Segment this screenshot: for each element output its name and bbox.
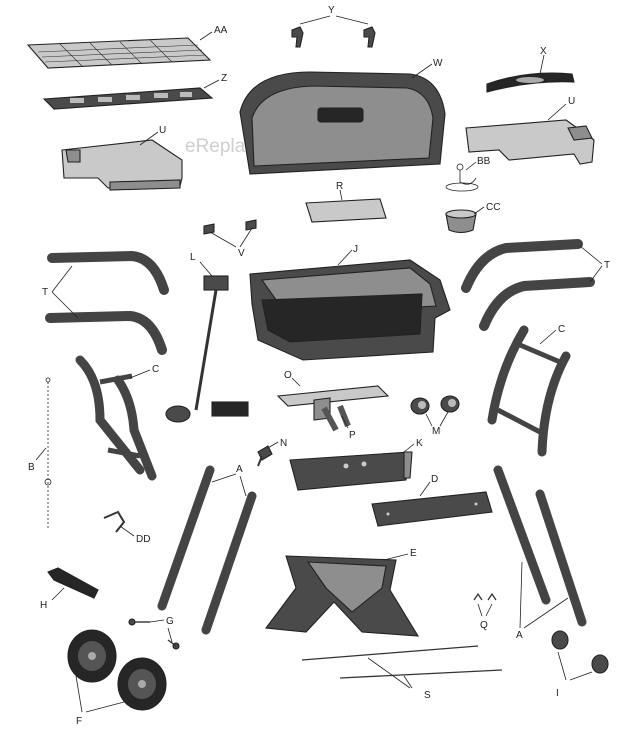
label-v: V — [238, 248, 245, 259]
label-f: F — [76, 716, 82, 727]
label-u-left: U — [159, 125, 166, 136]
leader-aa — [199, 31, 213, 41]
label-k: K — [416, 438, 423, 449]
part-h-bracket — [47, 567, 99, 599]
label-h: H — [40, 600, 47, 611]
part-a-left-legs — [157, 465, 257, 635]
part-o-burner — [276, 385, 390, 421]
label-c-left: C — [152, 364, 159, 375]
part-aa-cooking-grate — [26, 37, 212, 69]
label-dd: DD — [136, 534, 150, 545]
label-e: E — [410, 548, 417, 559]
part-s-cross-rods — [301, 645, 503, 679]
part-e-bottom-shelf — [264, 555, 420, 637]
part-u-right-side-shelf — [465, 119, 595, 165]
part-k-control-panel — [289, 451, 413, 491]
label-aa: AA — [214, 25, 228, 36]
label-j: J — [353, 244, 358, 255]
part-p-burner-tube — [321, 404, 351, 432]
part-g-axle-bolts — [128, 618, 180, 650]
label-a-right: A — [516, 630, 523, 641]
label-t-left: T — [42, 287, 48, 298]
part-m-control-knobs — [410, 395, 460, 415]
label-o: O — [284, 370, 292, 381]
label-t-right: T — [604, 260, 610, 271]
part-y-lid-hinges — [291, 26, 376, 48]
part-v-brackets — [203, 219, 257, 235]
part-d-bottom-panel — [371, 491, 493, 527]
part-j-firebox — [249, 259, 451, 361]
label-b: B — [28, 462, 35, 473]
part-cc-grease-cup — [445, 209, 477, 234]
part-a-right-legs — [493, 465, 587, 627]
label-w: W — [433, 58, 443, 69]
label-a-left: A — [236, 464, 243, 475]
label-q: Q — [480, 620, 488, 631]
label-d: D — [431, 474, 438, 485]
part-bb-hook — [445, 163, 479, 192]
part-u-left-side-shelf — [61, 139, 183, 191]
label-i: I — [556, 688, 559, 699]
part-z-heat-shield — [42, 87, 214, 110]
part-c-right-leg-frame — [487, 325, 571, 457]
part-b-chain — [44, 377, 52, 530]
label-c-right: C — [558, 324, 565, 335]
label-p: P — [349, 430, 356, 441]
part-l-burner-valve-assembly — [165, 275, 249, 423]
part-dd-bracket — [103, 510, 126, 533]
part-q-clips — [473, 592, 497, 601]
part-t-left-frame-tubes — [45, 250, 169, 355]
label-cc: CC — [486, 202, 500, 213]
label-s: S — [424, 690, 431, 701]
part-x-lid-handle — [486, 72, 575, 93]
label-g: G — [166, 616, 174, 627]
label-x: X — [540, 46, 547, 57]
part-c-left-leg-frame — [75, 355, 157, 481]
label-l: L — [190, 252, 196, 263]
part-i-caster-feet — [551, 630, 609, 674]
label-m: M — [432, 426, 440, 437]
part-n-igniter — [257, 445, 273, 467]
part-f-wheels — [67, 629, 167, 711]
part-r-heat-plate — [305, 198, 387, 223]
part-t-right-frame-tubes — [461, 239, 595, 331]
label-n: N — [280, 438, 287, 449]
label-u-right: U — [568, 96, 575, 107]
label-r: R — [336, 181, 343, 192]
label-y: Y — [328, 5, 335, 16]
part-w-grill-lid — [239, 71, 446, 175]
label-z: Z — [221, 73, 227, 84]
label-bb: BB — [477, 156, 491, 167]
